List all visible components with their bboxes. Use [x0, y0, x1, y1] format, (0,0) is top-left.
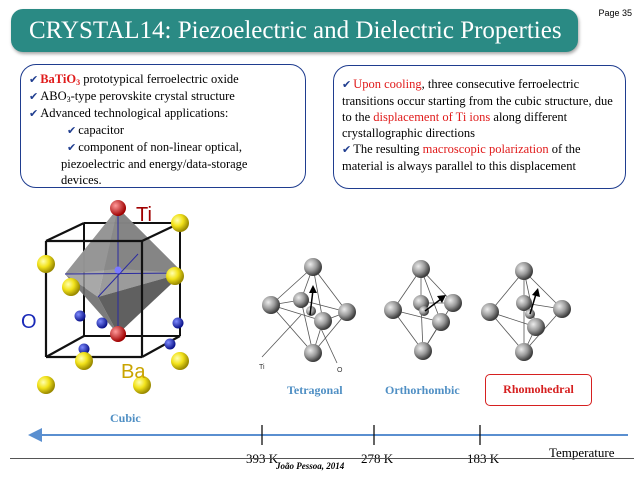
left-line-5: ✔component of non-linear optical,	[67, 140, 243, 154]
orthorhombic-structure	[384, 260, 462, 360]
rhombohedral-structure	[481, 262, 571, 361]
o-label: O	[21, 311, 37, 333]
ba-label: Ba	[121, 361, 146, 383]
check-icon: ✔	[342, 144, 352, 156]
axis-arrow-icon	[28, 428, 42, 442]
title-banner: CRYSTAL14: Piezoelectric and Dielectric …	[11, 9, 578, 52]
right-paragraph-1: ✔Upon cooling, three consecutive ferroel…	[342, 77, 613, 140]
temp-278: 278 K	[361, 451, 394, 466]
check-icon: ✔	[29, 108, 39, 120]
slide-title: CRYSTAL14: Piezoelectric and Dielectric …	[29, 17, 562, 44]
left-line-7: devices.	[61, 173, 102, 187]
small-ti-label: Ti	[259, 364, 265, 371]
left-line-1: ✔BaTiO3 prototypical ferroelectric oxide	[29, 72, 239, 87]
left-line-3: ✔Advanced technological applications:	[29, 106, 229, 120]
temperature-axis	[28, 425, 628, 445]
check-icon: ✔	[29, 74, 39, 86]
check-icon: ✔	[29, 91, 39, 103]
temp-183: 183 K	[467, 451, 500, 466]
rhombohedral-label: Rhomohedral	[503, 382, 574, 396]
small-o-label: O	[337, 367, 343, 373]
check-icon: ✔	[67, 125, 77, 137]
right-info-box: ✔Upon cooling, three consecutive ferroel…	[333, 65, 626, 189]
check-icon: ✔	[342, 79, 352, 91]
left-info-box: ✔BaTiO3 prototypical ferroelectric oxide…	[20, 64, 306, 188]
check-icon: ✔	[67, 142, 77, 154]
rhombohedral-box: Rhomohedral	[485, 374, 592, 406]
page-number: Page 35	[598, 8, 632, 18]
orthorhombic-label: Orthorhombic	[385, 383, 460, 397]
footer-text: João Pessoa, 2014	[276, 461, 345, 471]
tetragonal-structure: Ti O	[259, 258, 356, 373]
batio3-formula: BaTiO3	[40, 72, 81, 87]
temp-393: 393 K	[246, 451, 279, 466]
footer-divider	[10, 458, 634, 459]
left-line-2: ✔ABO3-type perovskite crystal structure	[29, 89, 235, 104]
left-line-4: ✔capacitor	[67, 123, 125, 137]
ti-label: Ti	[136, 204, 152, 226]
temperature-label: Temperature	[549, 445, 615, 460]
cubic-perovskite-crystal: Ti O Ba Cubic	[21, 200, 189, 425]
tetragonal-label: Tetragonal	[287, 383, 343, 397]
right-paragraph-2: ✔The resulting macroscopic polarization …	[342, 142, 581, 173]
left-line-6: piezoelectric and energy/data-storage	[61, 157, 248, 171]
cubic-label: Cubic	[110, 411, 141, 425]
